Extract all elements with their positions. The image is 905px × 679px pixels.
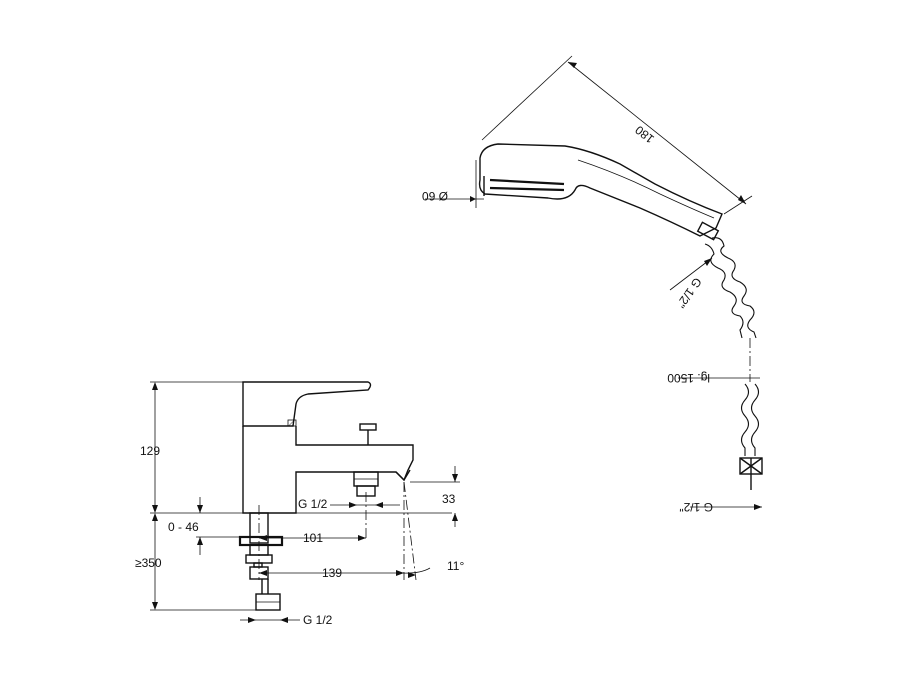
handle-insert xyxy=(287,419,297,427)
label-g12-outlet: G 1/2 xyxy=(298,497,328,511)
mounting-shank xyxy=(238,512,284,611)
dimension-11deg: 11° xyxy=(399,559,464,578)
dimension-lg1500: lg. 1500 xyxy=(667,371,760,385)
lever-handle xyxy=(242,381,372,427)
dimension-g12-outlet: G 1/2 xyxy=(298,497,400,511)
label-350: ≥350 xyxy=(135,556,162,570)
hose-nut xyxy=(739,457,763,475)
label-lg1500: lg. 1500 xyxy=(667,371,710,385)
label-g12-hose: G 1/2" xyxy=(679,500,713,514)
hand-shower: 180 Ø 60 G 1/2" lg. 1500 G 1/2" xyxy=(422,55,763,514)
spout-tip xyxy=(395,469,411,482)
dimension-g12-bottom: G 1/2 xyxy=(240,613,333,627)
dimension-g12-handset: G 1/2" xyxy=(669,257,713,311)
shower-handle xyxy=(478,143,723,237)
label-11deg: 11° xyxy=(447,559,464,573)
shower-head-face xyxy=(483,176,565,196)
dimension-33: 33 xyxy=(410,466,460,527)
dimension-139: 139 xyxy=(259,566,404,580)
label-33: 33 xyxy=(442,492,456,506)
hose-upper xyxy=(711,237,757,339)
label-g12-bottom: G 1/2 xyxy=(303,613,333,627)
label-180: 180 xyxy=(632,123,657,147)
dimension-101: 101 xyxy=(259,531,366,545)
label-diam60: Ø 60 xyxy=(422,189,448,203)
diverter-knob xyxy=(359,423,377,445)
dimension-350: ≥350 xyxy=(135,513,256,611)
label-0-46: 0 - 46 xyxy=(168,520,199,534)
dimension-diam60: Ø 60 xyxy=(422,160,484,208)
handle-inner-line xyxy=(577,159,715,219)
label-g12-handset: G 1/2" xyxy=(674,275,705,311)
dimension-129: 129 xyxy=(140,381,243,513)
label-101: 101 xyxy=(303,531,323,545)
bath-mixer: 129 0 - 46 ≥350 G 1/2 xyxy=(135,381,464,627)
dimension-180: 180 xyxy=(481,55,753,215)
label-139: 139 xyxy=(322,566,342,580)
spout-angle-line xyxy=(403,481,417,581)
hose-lower xyxy=(740,383,750,456)
dimension-0-46: 0 - 46 xyxy=(168,497,240,555)
handle-connector xyxy=(696,221,720,241)
mixer-body xyxy=(242,426,414,514)
dimension-g12-hose: G 1/2" xyxy=(679,500,762,514)
label-129: 129 xyxy=(140,444,160,458)
